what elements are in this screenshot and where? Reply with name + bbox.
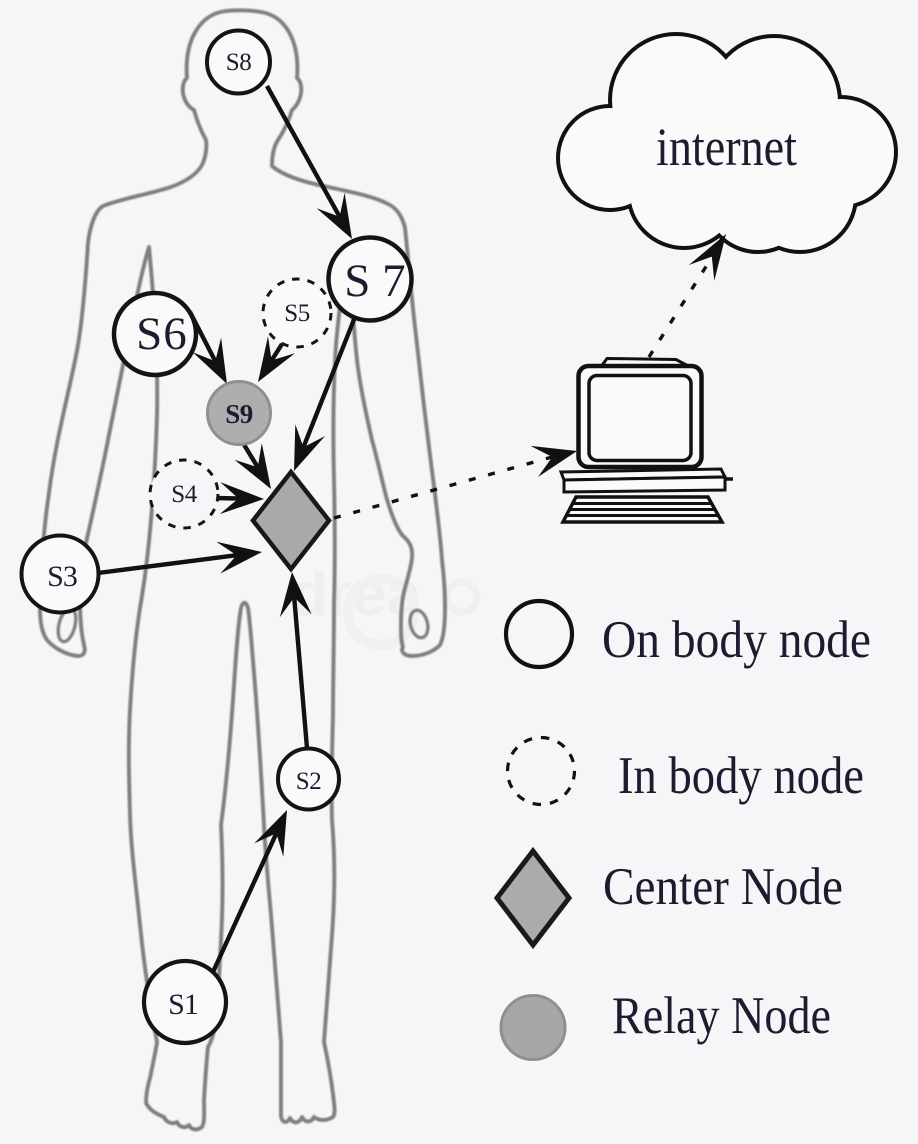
svg-text:In body node: In body node: [618, 747, 864, 805]
svg-text:S8: S8: [226, 49, 251, 76]
svg-text:internet: internet: [656, 117, 797, 177]
svg-text:S 7: S 7: [344, 255, 405, 307]
svg-text:S4: S4: [171, 481, 197, 508]
svg-text:S2: S2: [296, 768, 321, 795]
svg-text:S6: S6: [136, 308, 188, 360]
svg-text:S1: S1: [168, 988, 198, 1021]
svg-text:S5: S5: [284, 300, 309, 327]
svg-text:S9: S9: [225, 399, 253, 429]
svg-text:Relay Node: Relay Node: [612, 987, 831, 1045]
svg-text:On body node: On body node: [602, 611, 871, 669]
svg-text:Center Node: Center Node: [603, 858, 843, 916]
svg-text:S3: S3: [47, 560, 77, 593]
